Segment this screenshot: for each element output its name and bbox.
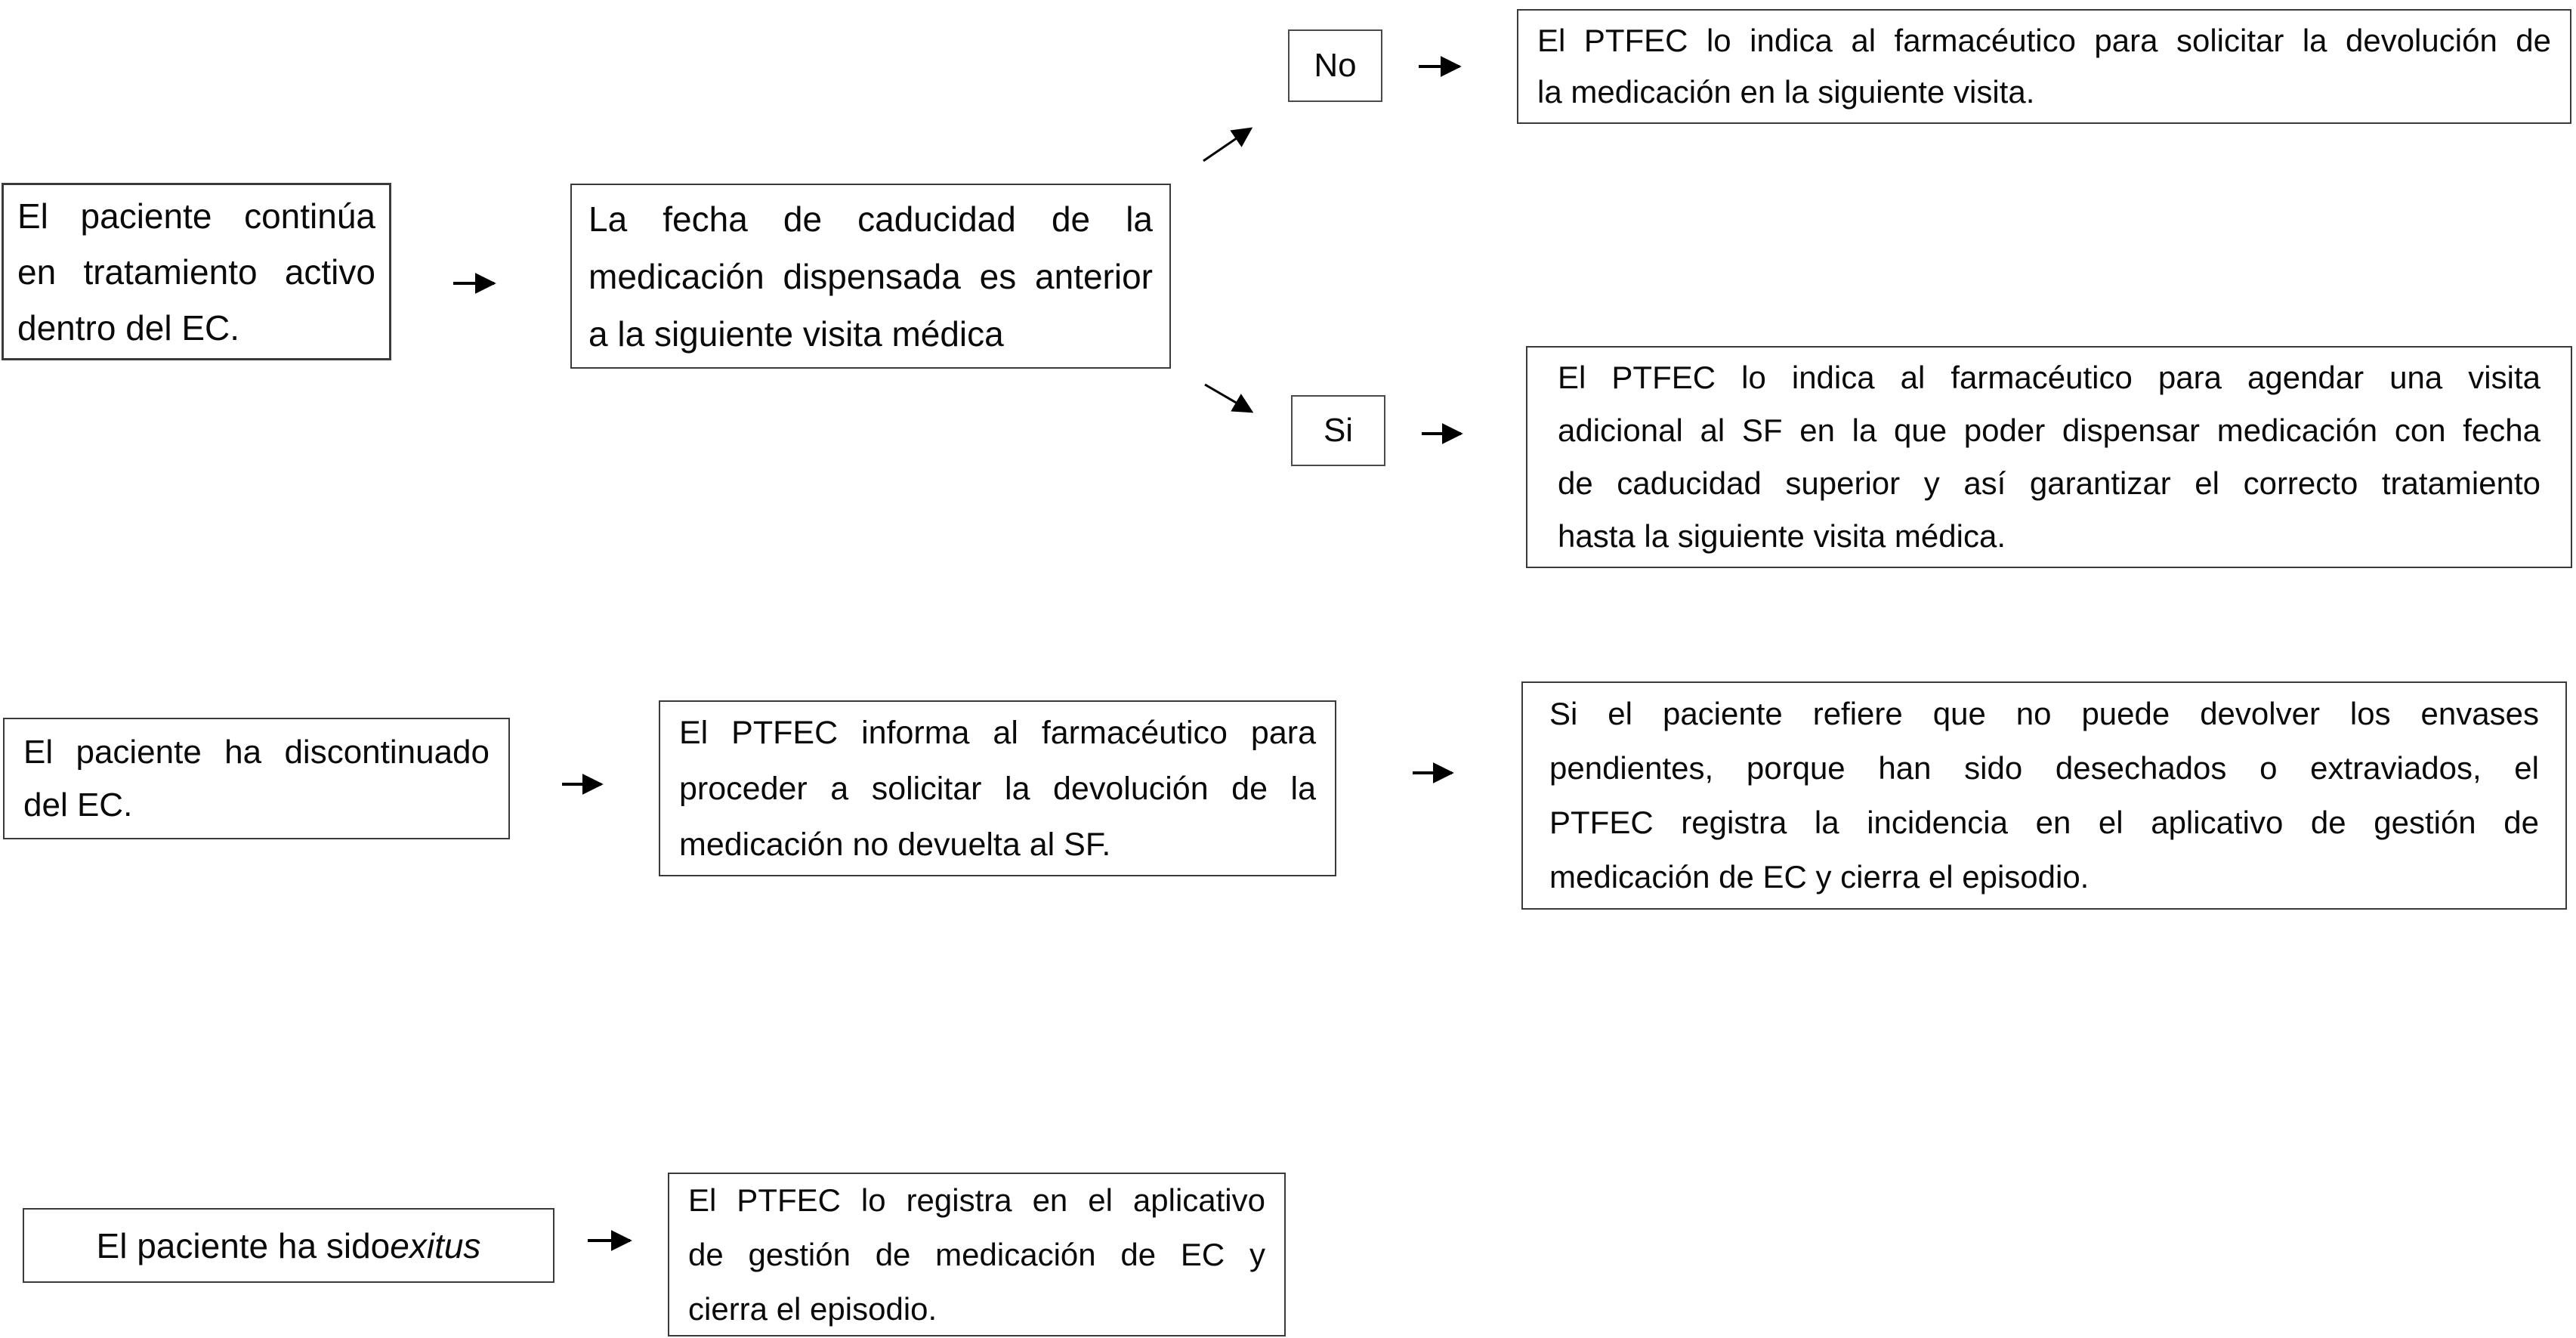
node-text: El PTFEC lo indica al farmacéutico para … [1537,23,2551,110]
node-resultado-no-devolucion: El PTFEC lo indica al farmacéutico para … [1517,9,2571,124]
node-text: El PTFEC lo indica al farmacéutico para … [1558,360,2540,554]
arrow-condition-to-no [1203,127,1253,162]
arrow-condition-to-si [1204,383,1254,413]
node-resultado-si-visita-adicional: El PTFEC lo indica al farmacéutico para … [1526,346,2572,568]
node-branch-no: No [1288,29,1382,102]
exitus-term: exitus [390,1225,481,1265]
branch-si-label: Si [1323,412,1354,449]
node-branch-si: Si [1291,395,1385,466]
node-paciente-exitus: El paciente ha sido exitus [23,1208,554,1283]
node-registro-incidencia: Si el paciente refiere que no puede devo… [1521,681,2567,910]
node-text: Si el paciente refiere que no puede devo… [1549,696,2539,895]
node-text: El paciente ha sido [96,1225,391,1265]
branch-no-label: No [1314,47,1357,84]
